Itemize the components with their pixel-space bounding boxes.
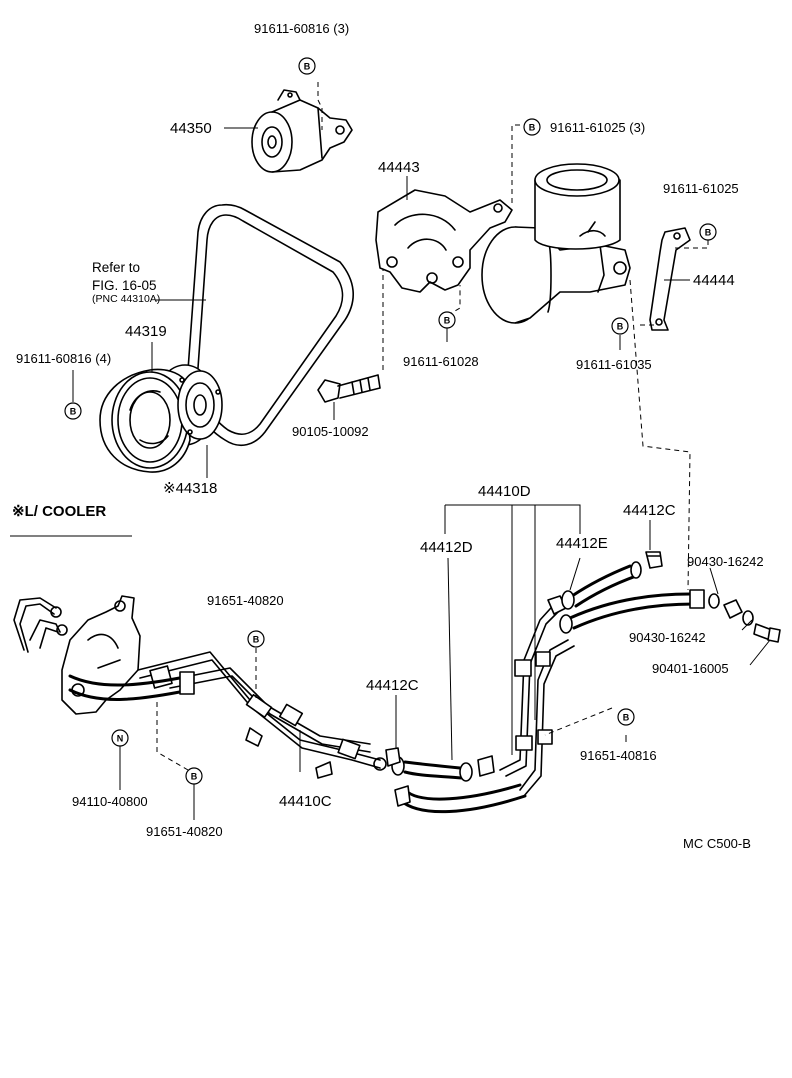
label-44443: 44443: [378, 159, 420, 176]
callout-b-4: B: [438, 311, 456, 329]
steering-gear-box: [61, 595, 141, 715]
cooler-tube-44410D: [499, 595, 575, 797]
return-hose-bottom: [394, 783, 527, 814]
hose-44412D: [391, 756, 473, 782]
label-44444: 44444: [693, 272, 735, 289]
hose-clamps-44412C: [385, 747, 495, 777]
label-90401-16005: 90401-16005: [652, 661, 729, 676]
label-44410D: 44410D: [478, 483, 531, 500]
svg-text:B: B: [529, 123, 536, 133]
svg-text:B: B: [70, 407, 77, 417]
drawing-code: MC C500-B: [683, 836, 751, 851]
svg-text:B: B: [617, 322, 624, 332]
callout-b-5: B: [611, 317, 629, 335]
label-44412E: 44412E: [556, 535, 608, 552]
hose-44412E: [561, 561, 642, 610]
svg-text:B: B: [191, 772, 198, 782]
pump-stay-44444: [649, 227, 691, 331]
label-44350: 44350: [170, 120, 212, 137]
svg-text:B: B: [705, 228, 712, 238]
label-refer-fig: FIG. 16-05: [92, 278, 157, 293]
label-91611-60816-3: 91611-60816 (3): [254, 21, 349, 36]
label-44319: 44319: [125, 323, 167, 340]
v-belt: [187, 203, 355, 447]
svg-text:N: N: [117, 734, 124, 744]
label-90105-10092: 90105-10092: [292, 424, 369, 439]
callout-b-7: B: [247, 630, 265, 648]
label-90430-16242-a: 90430-16242: [687, 554, 764, 569]
svg-text:B: B: [444, 316, 451, 326]
label-44412C-mid: 44412C: [366, 677, 419, 694]
pump-bracket-44443: [375, 189, 513, 293]
label-91611-61025: 91611-61025: [663, 181, 739, 196]
section-title-l-cooler: ※L/ COOLER: [12, 503, 106, 520]
label-91651-40816: 91651-40816: [580, 748, 657, 763]
pressure-hose-right: [559, 589, 705, 634]
label-44318: ※44318: [163, 480, 217, 497]
callout-b-1: B: [298, 57, 316, 75]
svg-text:B: B: [253, 635, 260, 645]
label-91611-61025-3: 91611-61025 (3): [550, 120, 645, 135]
callout-b-2: B: [523, 118, 541, 136]
bolt-90105-10092: [317, 374, 381, 403]
label-94110-40800: 94110-40800: [72, 794, 148, 809]
label-91611-61035: 91611-61035: [576, 357, 652, 372]
label-90430-16242-b: 90430-16242: [629, 630, 706, 645]
callout-b-3: B: [699, 223, 717, 241]
pulley-hub-44318: [177, 370, 223, 440]
label-91651-40820-bottom: 91651-40820: [146, 824, 223, 839]
power-steering-pump: [481, 226, 631, 324]
label-refer-to: Refer to: [92, 260, 140, 275]
label-44410C: 44410C: [279, 793, 332, 810]
union-bolt-assembly: [708, 593, 781, 643]
label-91651-40820-top: 91651-40820: [207, 593, 284, 608]
svg-text:B: B: [304, 62, 311, 72]
pump-pulley-44350: [251, 89, 353, 173]
label-91611-61028: 91611-61028: [403, 354, 479, 369]
svg-text:B: B: [623, 713, 630, 723]
label-refer-pnc: (PNC 44310A): [92, 293, 160, 305]
callout-b-8: B: [617, 708, 635, 726]
hose-clamp-44412C-top: [645, 551, 663, 569]
fluid-reservoir: [534, 163, 621, 250]
callout-b-9: B: [185, 767, 203, 785]
label-44412D: 44412D: [420, 539, 473, 556]
callout-b-6: B: [64, 402, 82, 420]
label-91611-60816-4: 91611-60816 (4): [16, 351, 111, 366]
callout-n-1: N: [111, 729, 129, 747]
label-44412C-top: 44412C: [623, 502, 676, 519]
pressure-hose-left: [68, 671, 195, 701]
